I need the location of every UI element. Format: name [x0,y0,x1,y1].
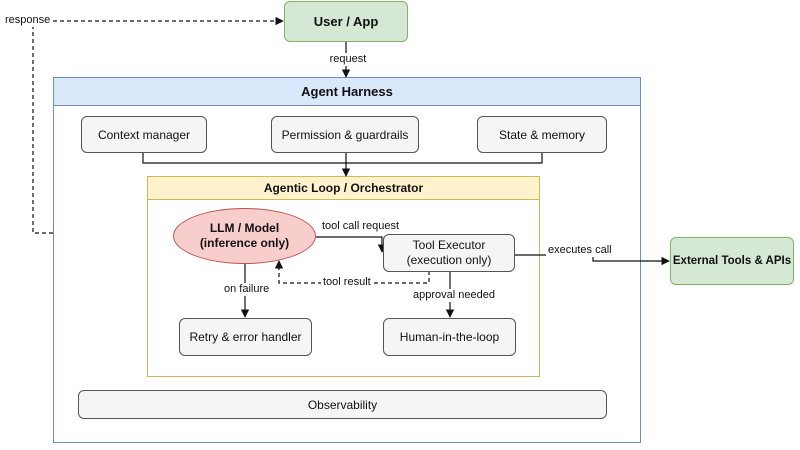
agentic-loop-title: Agentic Loop / Orchestrator [148,177,539,200]
tool-executor-title: Tool Executor [412,238,486,252]
observability-node: Observability [78,390,607,419]
on-failure-label: on failure [222,283,272,296]
response-label: response [3,14,53,27]
tool-call-request-label: tool call request [320,220,402,233]
tool-executor-subtitle: (execution only) [406,253,492,267]
human-in-the-loop-node: Human-in-the-loop [383,318,516,356]
approval-needed-label: approval needed [411,289,497,302]
llm-model-title: LLM / Model [209,221,280,235]
tool-executor-node: Tool Executor (execution only) [383,234,515,272]
request-label: request [327,53,369,66]
agent-harness-title: Agent Harness [54,78,640,106]
retry-error-handler-node: Retry & error handler [179,318,312,356]
llm-model-subtitle: (inference only) [199,236,290,250]
context-manager-node: Context manager [81,116,207,153]
executes-call-label: executes call [546,244,614,257]
state-memory-node: State & memory [477,116,607,153]
user-app-node: User / App [284,1,408,42]
llm-model-node: LLM / Model (inference only) [173,208,316,264]
permission-guardrails-node: Permission & guardrails [271,116,419,153]
tool-result-label: tool result [321,276,373,289]
external-tools-apis-node: External Tools & APIs [670,237,794,285]
